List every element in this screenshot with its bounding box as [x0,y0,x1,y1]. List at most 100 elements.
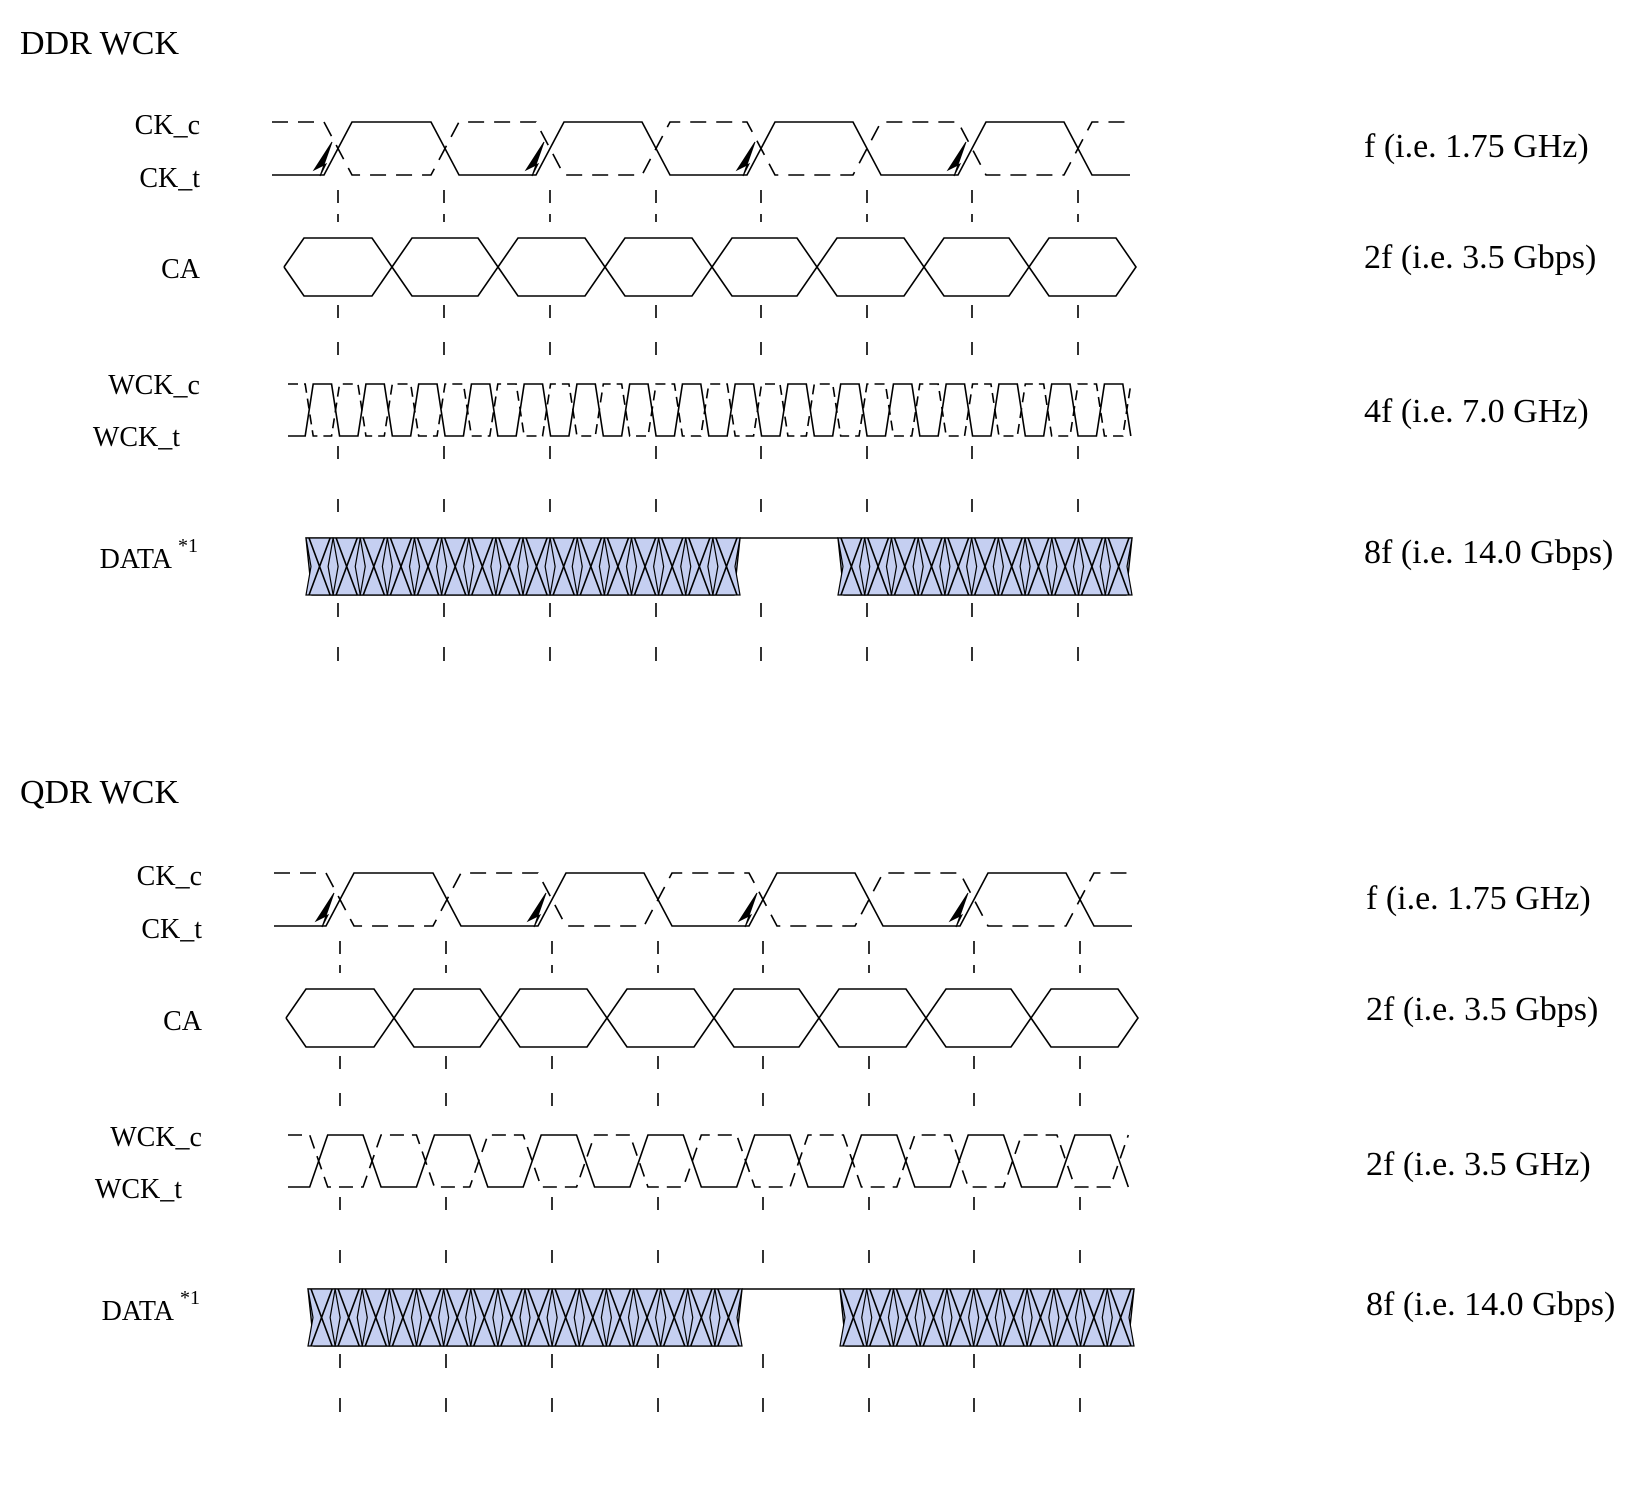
data-crossing [1080,537,1104,596]
data-crossing [1002,1288,1025,1347]
data-crossing [606,537,630,596]
data-crossing [868,1288,892,1347]
ca-bit-cell [1030,988,1139,1048]
data-crossing [554,1288,578,1347]
data-crossing [391,1288,415,1347]
data-burst-2 [839,1288,1135,1347]
edge-arrow [526,892,547,928]
data-crossing [895,1288,918,1347]
data-burst-1 [305,537,741,596]
ca-bit-cell [711,237,818,297]
data-crossing [416,537,440,596]
ca-bit-cell [923,237,1030,297]
ddr-waveforms [272,121,1137,672]
data-rate: 8f (i.e. 14.0 Gbps) [1364,534,1613,571]
data-crossing [893,537,916,596]
ca-bit-cell [499,988,608,1048]
data-label: DATA [100,544,173,575]
data-crossing [973,537,997,596]
edge-arrow [737,892,758,928]
edge-arrow [948,892,969,928]
data-crossing [715,537,738,596]
ck-t-trace [274,872,1132,927]
data-crossing [660,537,684,596]
wck-c-label: WCK_c [110,1122,202,1153]
data-crossing [717,1288,740,1347]
data-crossing [364,1288,388,1347]
wck-rate: 2f (i.e. 3.5 GHz) [1366,1146,1591,1183]
section-title: DDR WCK [20,25,179,62]
data-footnote-mark: *1 [178,535,198,557]
data-label: DATA [102,1296,175,1327]
data-crossing [527,1288,550,1347]
ck-clock [272,121,1130,177]
data-crossing [552,537,576,596]
data-crossing [389,537,413,596]
reference-gridlines [339,941,1081,1423]
data-crossing [922,1288,945,1347]
ca-bit-cell [497,237,606,297]
wck-clock [288,383,1132,437]
data-crossing [1082,1288,1106,1347]
data-crossing [308,537,331,596]
data-crossing [525,537,548,596]
wck-t-label: WCK_t [95,1174,182,1205]
data-crossing [310,1288,333,1347]
data-crossing [1029,1288,1052,1347]
wck-c-trace [288,383,1132,437]
data-crossing [947,537,970,596]
ca-bit-cell [391,237,499,297]
ck-rate: f (i.e. 1.75 GHz) [1366,880,1591,917]
ca-bus [285,988,1139,1048]
ca-bit-cell [285,988,395,1048]
ca-bit-cell [1028,237,1137,297]
data-crossing [445,1288,469,1347]
wck-t-trace [288,383,1132,437]
data-burst-1 [307,1288,743,1347]
data-crossing [470,537,494,596]
edge-arrow [735,141,756,177]
ck-c-trace [272,121,1130,176]
wck-t-label: WCK_t [93,422,180,453]
qdr-waveforms [274,872,1139,1423]
data-crossing [1027,537,1050,596]
ca-label: CA [163,1006,203,1037]
ca-rate: 2f (i.e. 3.5 Gbps) [1364,239,1596,276]
reference-gridlines [337,190,1079,672]
section-title: QDR WCK [20,774,179,811]
data-crossing [866,537,890,596]
ca-bit-cell [283,237,393,297]
data-crossing [1056,1288,1079,1347]
data-crossing [842,1288,865,1347]
data-crossing [500,1288,523,1347]
edge-arrow [946,141,967,177]
data-crossing [335,537,359,596]
data-footnote-mark: *1 [180,1287,200,1309]
data-crossing [920,537,943,596]
qdr-section: QDR WCK CK_c CK_t CA WCK_c WCK_t DATA *1… [20,774,1615,1423]
data-crossing [498,537,521,596]
data-crossing [1000,537,1023,596]
data-crossing [579,537,603,596]
data-crossing [1054,537,1077,596]
edge-arrow [524,141,545,177]
data-crossing [1109,1288,1132,1347]
ca-bus [283,237,1137,297]
ca-bit-cell [393,988,501,1048]
ca-label: CA [161,254,201,285]
edge-arrow [312,141,333,177]
ca-bit-cell [713,988,820,1048]
wck-t-trace [288,1134,1130,1188]
data-crossing [443,537,467,596]
ddr-section: DDR WCK CK_c CK_t CA WCK_c WCK_t DATA *1… [20,25,1613,672]
data-crossing [689,1288,713,1347]
ck-rate: f (i.e. 1.75 GHz) [1364,128,1589,165]
ck-c-label: CK_c [137,861,202,892]
data-crossing [840,537,863,596]
ca-bit-cell [925,988,1032,1048]
data-crossing [635,1288,659,1347]
ck-c-trace [274,872,1132,927]
ca-bit-cell [604,237,713,297]
